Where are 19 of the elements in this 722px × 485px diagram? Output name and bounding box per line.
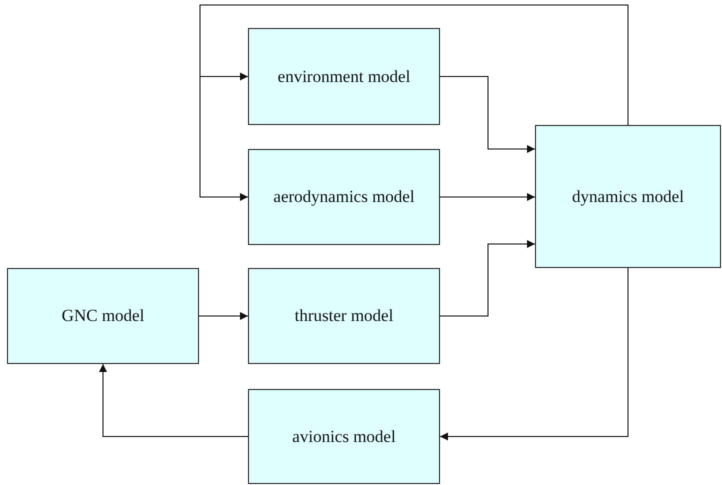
model-box: [248, 28, 440, 125]
model-box: [7, 268, 199, 364]
model-box: [248, 389, 440, 484]
arrow: [440, 76, 536, 153]
box-label: GNC model: [62, 305, 144, 328]
arrow: [440, 193, 536, 201]
box-label: avionics model: [292, 426, 396, 448]
arrow: [198, 312, 248, 320]
arrow: [440, 240, 536, 316]
box-label: aerodynamics model: [273, 186, 415, 208]
box-label: environment model: [278, 66, 410, 88]
model-box: [535, 125, 721, 268]
arrow: [440, 268, 628, 440]
box-label: thruster model: [294, 305, 394, 328]
arrow: [99, 364, 248, 437]
arrow: [200, 4, 628, 201]
model-box: [248, 149, 440, 245]
model-box: [248, 268, 440, 364]
box-label: dynamics model: [572, 186, 684, 208]
